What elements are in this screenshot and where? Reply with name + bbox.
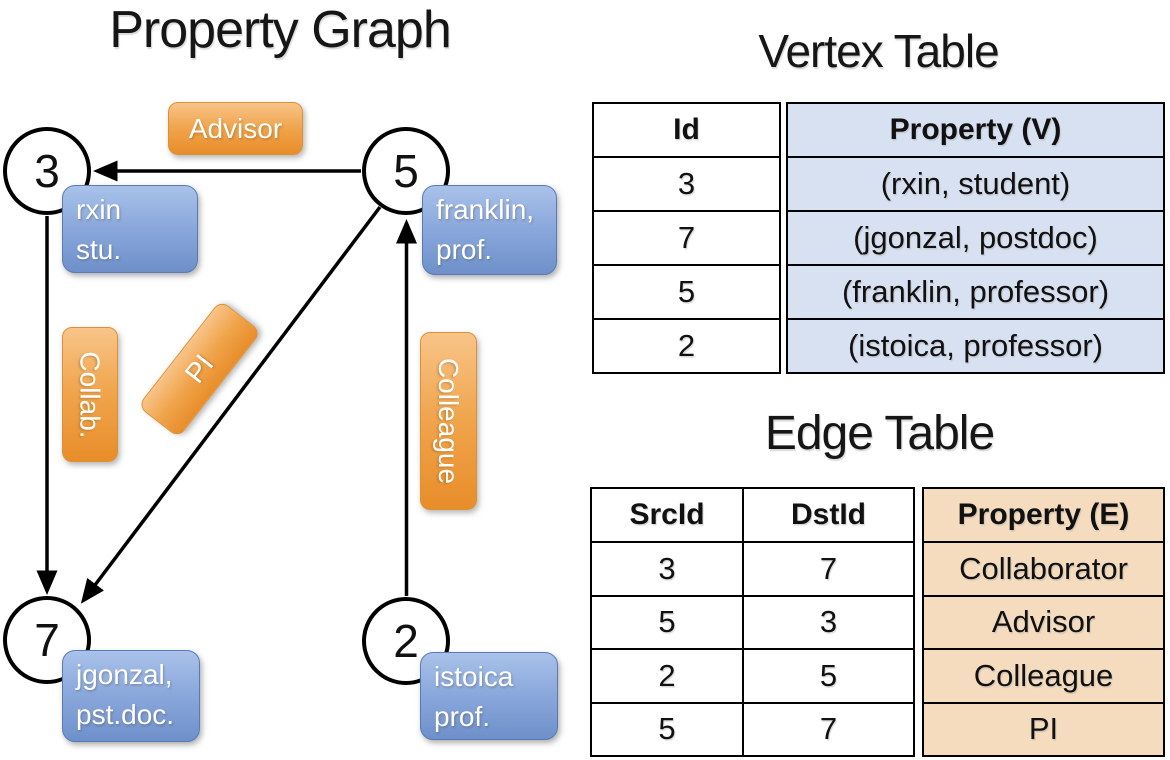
table-row: Collaborator <box>922 541 1165 597</box>
table-row: 5 <box>592 264 781 320</box>
vertex-property-line: franklin, <box>436 194 535 225</box>
column-header-property-e: Property (E) <box>922 487 1165 543</box>
vertex-property-cell: (franklin, professor) <box>786 264 1165 320</box>
table-row: (istoica, professor) <box>786 318 1165 374</box>
vertex-property-line: rxin <box>76 194 122 225</box>
graph-edges-layer <box>36 160 417 604</box>
edge-table-id-columns: SrcId DstId 3 7 5 3 2 5 5 7 <box>590 487 915 757</box>
vertex-table: Id 3 7 5 2 Property (V) (rxin, student) … <box>592 102 1165 374</box>
vertex-table-title: Vertex Table <box>758 25 999 77</box>
column-header-property-v: Property (V) <box>786 102 1165 158</box>
srcid-cell: 5 <box>590 701 744 757</box>
vertex-id-cell: 2 <box>592 318 781 374</box>
node-id-label: 5 <box>393 145 419 197</box>
table-row: 7 <box>592 210 781 266</box>
vertex-id-cell: 3 <box>592 156 781 212</box>
vertex-property-cell: (rxin, student) <box>786 156 1165 212</box>
table-row: 3 7 <box>590 541 915 597</box>
edge-table: SrcId DstId 3 7 5 3 2 5 5 7 Property (E)… <box>590 487 1165 757</box>
dstid-cell: 7 <box>742 701 915 757</box>
table-row: 5 7 <box>590 701 915 757</box>
vertex-property-cell: (istoica, professor) <box>786 318 1165 374</box>
vertex-property-box-jgonzal: jgonzal, pst.doc. <box>62 650 200 742</box>
srcid-cell: 5 <box>590 594 744 650</box>
edge-label-box-collab: Collab. <box>62 327 118 462</box>
vertex-table-property-column: Property (V) (rxin, student) (jgonzal, p… <box>786 102 1165 374</box>
vertex-property-line: prof. <box>436 234 493 265</box>
dstid-cell: 3 <box>742 594 915 650</box>
vertex-property-line: istoica <box>434 661 514 692</box>
dstid-cell: 5 <box>742 648 915 704</box>
dstid-cell: 7 <box>742 541 915 597</box>
column-header-dstid: DstId <box>742 487 915 543</box>
vertex-property-line: pst.doc. <box>76 699 175 730</box>
edge-property-cell: Colleague <box>922 648 1165 704</box>
vertex-id-cell: 5 <box>592 264 781 320</box>
vertex-property-box-franklin: franklin, prof. <box>422 185 557 275</box>
node-id-label: 3 <box>34 145 60 197</box>
srcid-cell: 3 <box>590 541 744 597</box>
edge-label: Collab. <box>75 350 107 439</box>
column-header-srcid: SrcId <box>590 487 744 543</box>
vertex-property-cell: (jgonzal, postdoc) <box>786 210 1165 266</box>
srcid-cell: 2 <box>590 648 744 704</box>
column-header-id: Id <box>592 102 781 158</box>
table-row: Advisor <box>922 594 1165 650</box>
vertex-property-line: prof. <box>434 701 491 732</box>
table-row: Colleague <box>922 648 1165 704</box>
node-circle-2: 2 <box>362 597 450 685</box>
table-row: (franklin, professor) <box>786 264 1165 320</box>
table-row: 2 <box>592 318 781 374</box>
table-row: 5 3 <box>590 594 915 650</box>
table-row: 2 5 <box>590 648 915 704</box>
node-id-label: 7 <box>34 614 60 666</box>
edge-table-title: Edge Table <box>764 407 995 460</box>
vertex-id-cell: 7 <box>592 210 781 266</box>
vertex-property-line: jgonzal, <box>76 659 173 690</box>
vertex-property-line: stu. <box>76 234 122 265</box>
edge-pi-arrow <box>80 205 382 604</box>
table-row: (jgonzal, postdoc) <box>786 210 1165 266</box>
table-row: (rxin, student) <box>786 156 1165 212</box>
edge-label: Advisor <box>188 112 283 144</box>
edge-label: PI <box>178 348 220 389</box>
edge-label: Colleague <box>433 357 465 485</box>
table-row: 3 <box>592 156 781 212</box>
vertex-property-box-rxin: rxin stu. <box>62 185 198 273</box>
vertex-property-box-istoica: istoica prof. <box>420 652 558 740</box>
edge-label-box-colleague: Colleague <box>420 332 477 510</box>
edge-label-box-advisor: Advisor <box>168 102 303 155</box>
vertex-table-id-column: Id 3 7 5 2 <box>592 102 781 374</box>
property-graph-title: Property Graph <box>109 1 452 59</box>
edge-property-cell: Collaborator <box>922 541 1165 597</box>
edge-property-cell: Advisor <box>922 594 1165 650</box>
node-id-label: 2 <box>393 615 419 667</box>
edge-property-cell: PI <box>922 701 1165 757</box>
node-circle-5: 5 <box>362 127 450 215</box>
edge-table-property-column: Property (E) Collaborator Advisor Collea… <box>922 487 1165 757</box>
table-row: PI <box>922 701 1165 757</box>
